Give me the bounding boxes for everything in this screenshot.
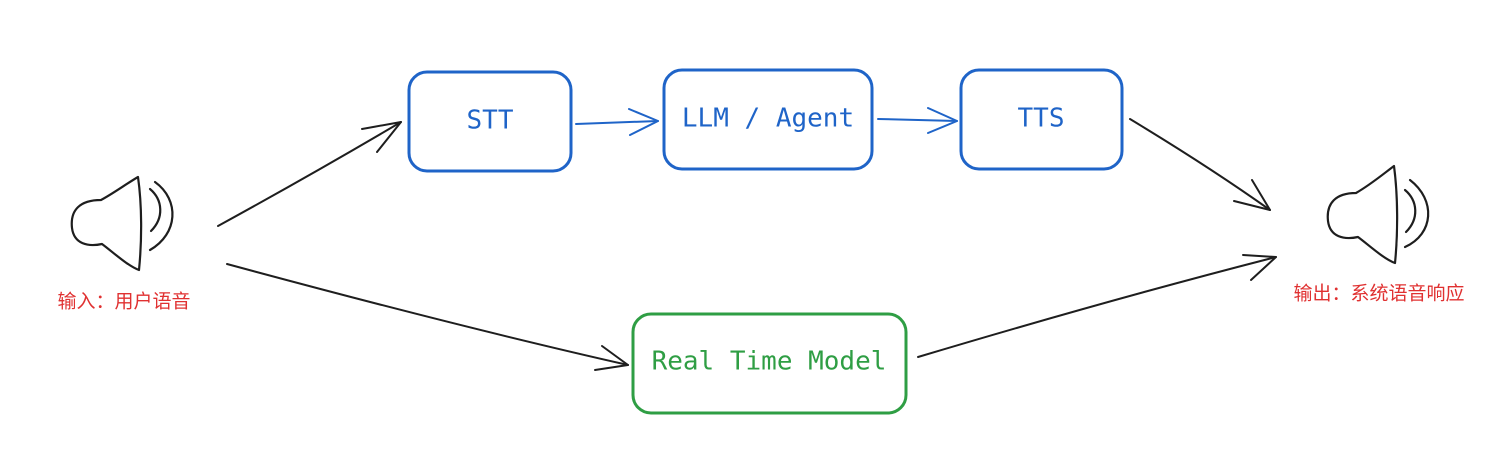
stt-node: STT (407, 70, 573, 173)
llm-agent-label: LLM / Agent (682, 104, 854, 134)
edge-llm-to-tts (877, 107, 958, 134)
input-label: 输入：用户语音 (57, 291, 190, 313)
edge-tts-to-output (1129, 118, 1271, 211)
realtime-model-label: Real Time Model (652, 347, 887, 377)
output-speaker-icon (1326, 164, 1430, 265)
stt-label: STT (467, 106, 514, 136)
edge-stt-to-llm (575, 108, 659, 136)
realtime-model-node: Real Time Model (631, 312, 908, 415)
input-speaker-icon (70, 175, 174, 272)
tts-node: TTS (959, 68, 1124, 171)
llm-agent-node: LLM / Agent (662, 68, 874, 171)
edge-input-to-realtime (226, 263, 629, 371)
edge-realtime-to-output (917, 254, 1277, 358)
tts-label: TTS (1018, 104, 1065, 134)
output-label: 输出：系统语音响应 (1293, 283, 1464, 305)
edge-input-to-stt (217, 121, 402, 227)
